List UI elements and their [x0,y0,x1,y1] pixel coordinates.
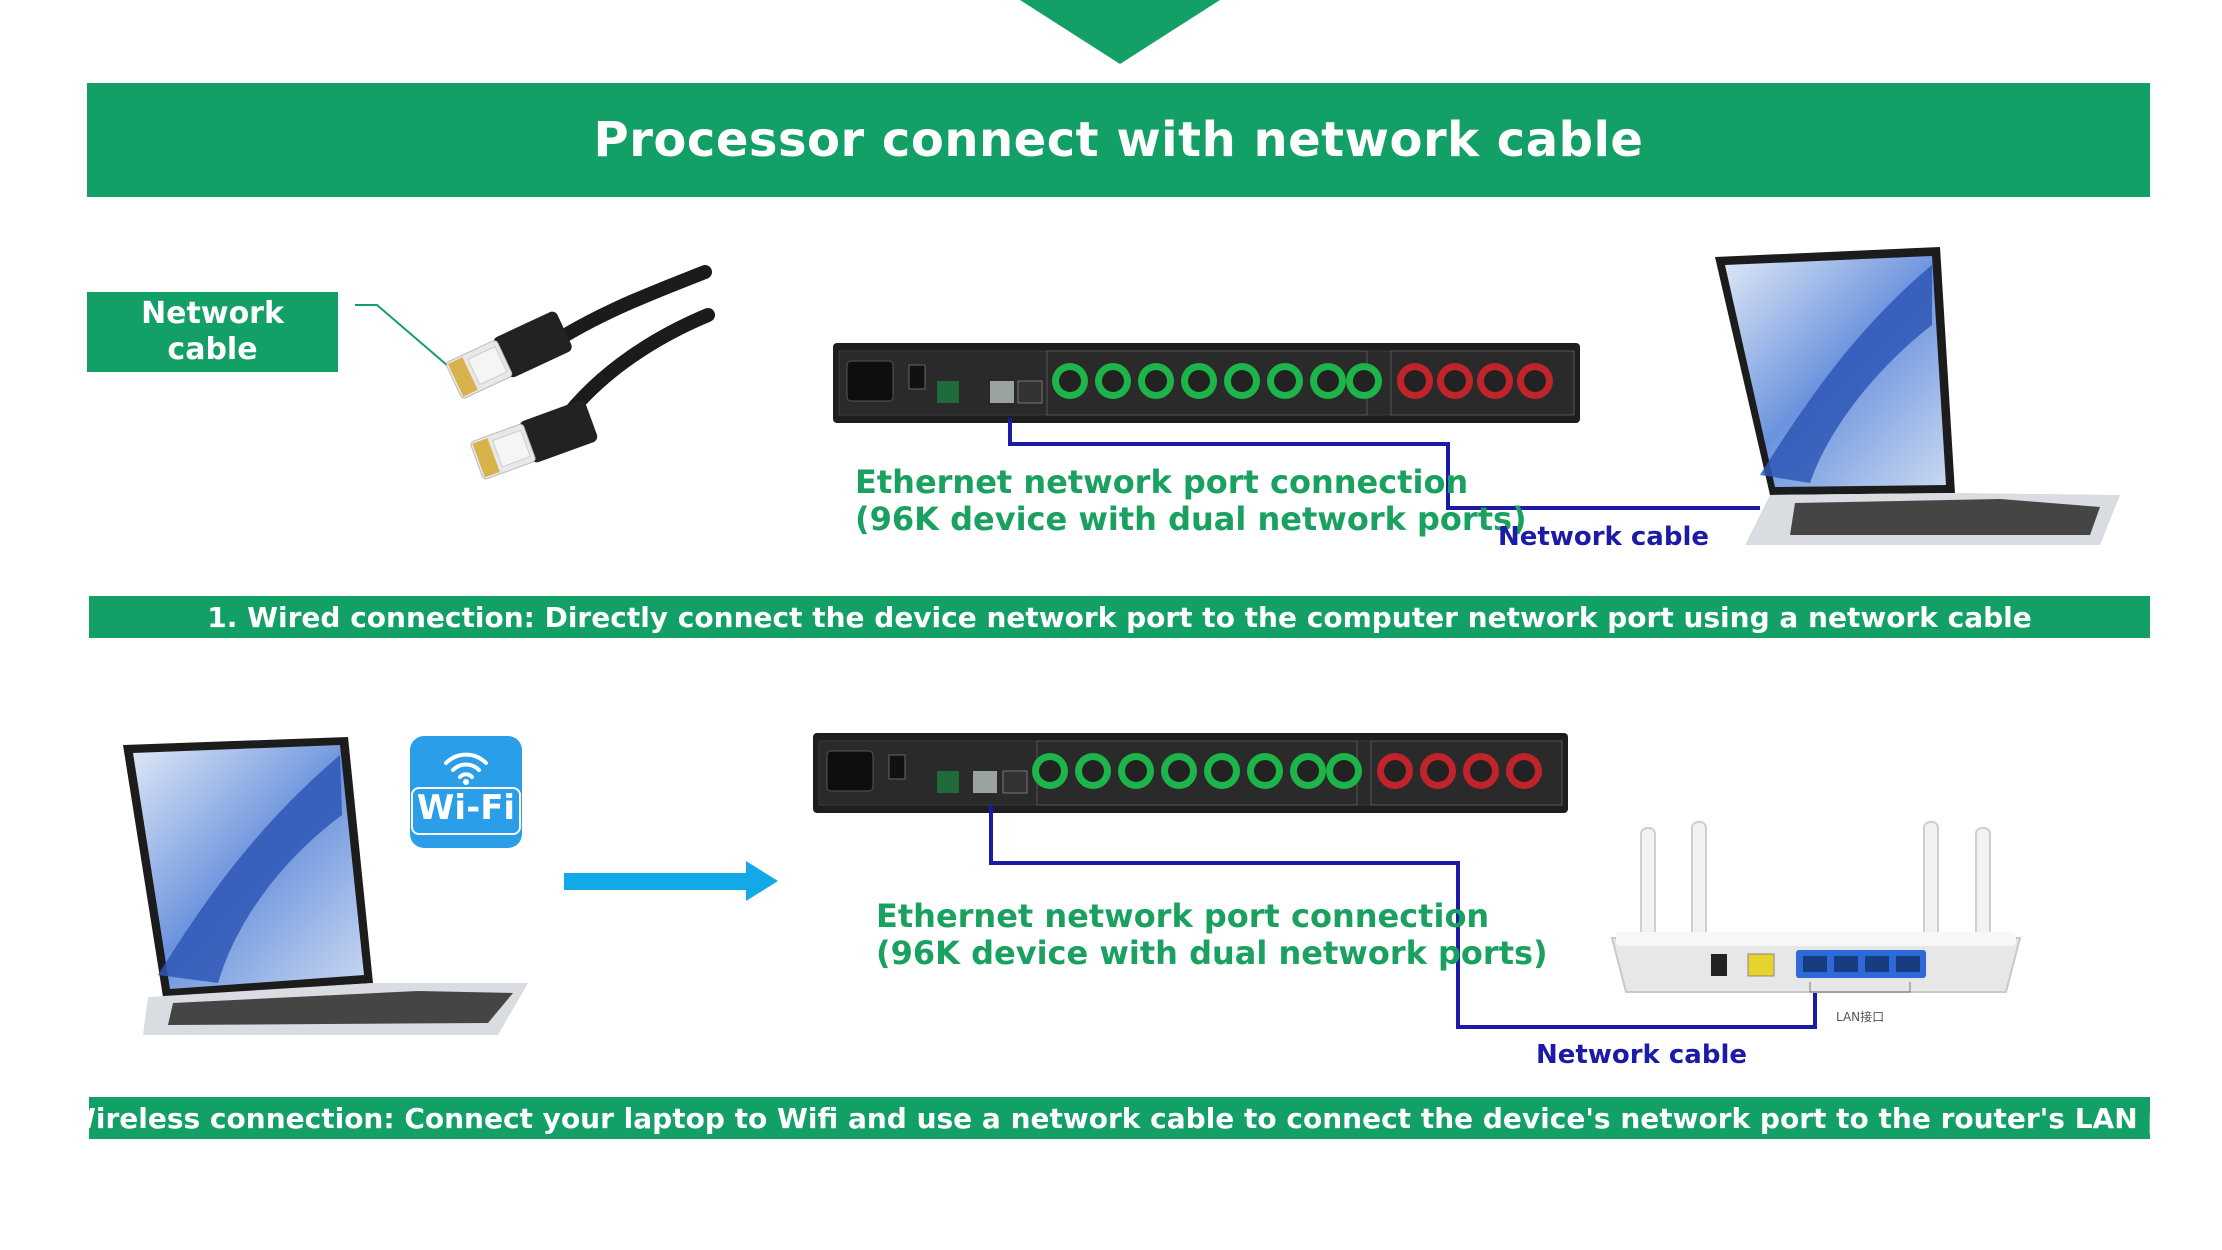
tag-leader-line [355,304,456,373]
router-icon [1610,821,2022,993]
title-banner: Processor connect with network cable [87,83,2150,197]
network-cable-label-top: Network cable [1498,522,1709,552]
caption-bar-wired: 1. Wired connection: Directly connect th… [89,596,2150,638]
network-cable-icon [446,265,715,480]
ethernet-label-top: Ethernet network port connection (96K de… [855,464,1527,538]
tag-line-2: cable [167,332,258,367]
network-cable-label-bottom: Network cable [1536,1040,1747,1070]
page-title: Processor connect with network cable [593,112,1644,168]
down-arrow-icon [1020,0,1220,64]
caption-wired: 1. Wired connection: Directly connect th… [207,600,2032,634]
network-cable-tag: Network cable [87,292,338,372]
network-cable-line-bottom [989,805,1817,1029]
ethernet-line-1: Ethernet network port connection [876,897,1490,935]
caption-bar-wireless: 2. Wireless connection: Connect your lap… [25,1097,2214,1139]
wifi-icon [444,752,488,785]
ethernet-line-2: (96K device with dual network ports) [855,500,1527,538]
network-cable-line-top [1008,418,1760,510]
laptop-icon [1715,247,2120,545]
right-arrow-icon [564,861,778,901]
ethernet-line-2: (96K device with dual network ports) [876,934,1548,972]
ethernet-label-bottom: Ethernet network port connection (96K de… [876,898,1548,972]
audio-processor-icon [833,343,1580,423]
audio-processor-icon [813,733,1568,813]
ethernet-line-1: Ethernet network port connection [855,463,1469,501]
caption-wireless: 2. Wireless connection: Connect your lap… [25,1101,2214,1135]
router-port-label: LAN接口 [1836,1010,1885,1024]
laptop-icon [123,737,528,1035]
tag-line-1: Network [141,296,284,331]
wifi-label: Wi-Fi [416,788,516,828]
wifi-badge: Wi-Fi [410,736,522,848]
